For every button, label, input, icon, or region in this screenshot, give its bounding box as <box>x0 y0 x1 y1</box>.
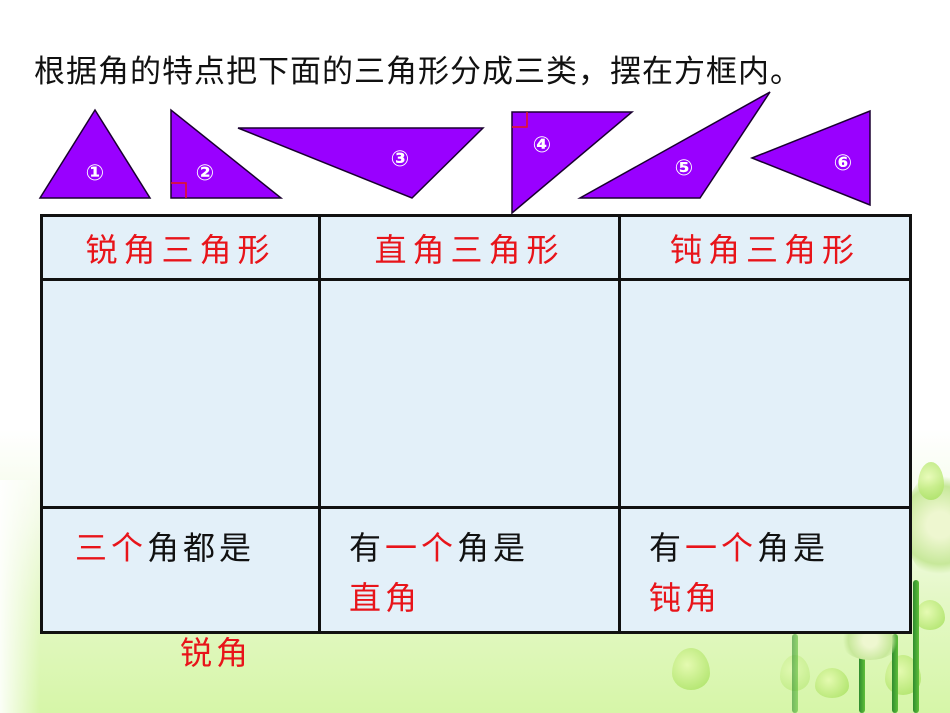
triangle-1[interactable]: ① <box>38 108 152 199</box>
desc-text: 角是 <box>457 529 530 567</box>
triangle-label-6: ⑥ <box>834 151 853 176</box>
triangle-label-3: ③ <box>391 147 410 172</box>
header-obtuse: 钝角三角形 <box>669 231 860 269</box>
desc-emphasis: 三个 <box>75 529 148 567</box>
right-angle-marker <box>512 112 528 128</box>
desc-angle-type: 直角 <box>349 579 422 617</box>
description-acute: 三个角都是 <box>75 523 255 573</box>
triangle-2[interactable]: ② <box>170 108 284 199</box>
right-angle-marker <box>171 182 187 198</box>
desc-text: 角是 <box>757 529 830 567</box>
triangle-5[interactable]: ⑤ <box>577 91 771 199</box>
row-divider <box>43 506 909 509</box>
desc-emphasis: 一个 <box>685 529 758 567</box>
column-divider <box>318 217 321 631</box>
triangle-label-1: ① <box>86 161 105 186</box>
instruction-text: 根据角的特点把下面的三角形分成三类，摆在方框内。 <box>34 54 802 90</box>
triangle-set: ① ② ③ ④ ⑤ ⑥ <box>38 91 871 215</box>
description-obtuse: 有一个角是 钝角 <box>649 523 829 623</box>
desc-text: 有 <box>649 529 686 567</box>
acute-angle-label: 锐角 <box>180 634 253 672</box>
drop-zone-right[interactable] <box>321 281 618 506</box>
row-divider <box>43 278 909 281</box>
triangle-label-4: ④ <box>533 133 552 158</box>
drop-zone-acute[interactable] <box>43 281 318 506</box>
desc-emphasis: 一个 <box>385 529 458 567</box>
column-divider <box>618 217 621 631</box>
header-acute: 锐角三角形 <box>85 231 276 269</box>
header-right: 直角三角形 <box>374 231 565 269</box>
description-right: 有一个角是 直角 <box>349 523 529 623</box>
drop-zone-obtuse[interactable] <box>621 281 909 506</box>
classification-table: 锐角三角形 直角三角形 钝角三角形 三个角都是 有一个角是 直角 有一个角是 钝… <box>40 214 912 634</box>
triangle-label-2: ② <box>196 161 215 186</box>
triangle-3[interactable]: ③ <box>237 127 485 199</box>
triangle-6[interactable]: ⑥ <box>749 109 871 207</box>
desc-angle-type: 钝角 <box>649 579 722 617</box>
desc-text: 角都是 <box>147 529 256 567</box>
triangle-4[interactable]: ④ <box>511 111 635 215</box>
triangle-label-5: ⑤ <box>675 156 694 181</box>
desc-text: 有 <box>349 529 386 567</box>
background-fade <box>0 480 40 713</box>
